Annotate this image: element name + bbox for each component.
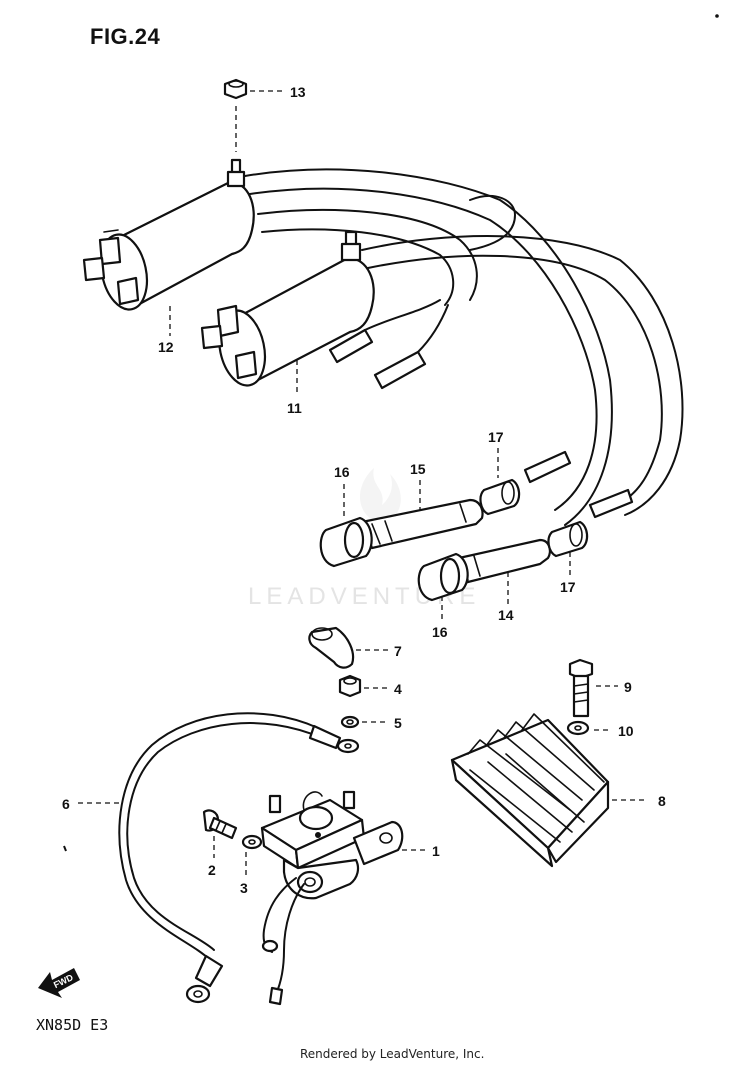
callout-10: 10 bbox=[618, 723, 634, 739]
figure-title: FIG.24 bbox=[90, 24, 161, 49]
callout-14: 14 bbox=[498, 607, 514, 623]
bolt-2 bbox=[202, 809, 238, 858]
washer-10 bbox=[566, 720, 612, 736]
terminal-cap-7 bbox=[308, 626, 388, 669]
bolt-9 bbox=[568, 658, 618, 718]
callout-8: 8 bbox=[658, 793, 666, 809]
model-code: XN85D E3 bbox=[36, 1016, 108, 1034]
washer-5 bbox=[340, 715, 388, 729]
callout-13: 13 bbox=[290, 84, 306, 100]
callout-5: 5 bbox=[394, 715, 402, 731]
plug-cover-16b bbox=[417, 552, 469, 620]
footer-credit: Rendered by LeadVenture, Inc. bbox=[300, 1047, 484, 1061]
corner-dot bbox=[715, 14, 719, 18]
starter-cable-6 bbox=[78, 712, 360, 1004]
starter-relay-1 bbox=[260, 790, 426, 1006]
washer-3 bbox=[241, 834, 263, 876]
callout-2: 2 bbox=[208, 862, 216, 878]
high-tension-wires bbox=[244, 168, 684, 526]
callout-16-upper: 16 bbox=[334, 464, 350, 480]
callout-12: 12 bbox=[158, 339, 174, 355]
seal-17b bbox=[547, 520, 589, 576]
callout-6: 6 bbox=[62, 796, 70, 812]
callout-3: 3 bbox=[240, 880, 248, 896]
callout-11: 11 bbox=[287, 400, 302, 416]
seal-17a bbox=[479, 448, 521, 516]
callout-16-lower: 16 bbox=[432, 624, 448, 640]
callout-17-upper: 17 bbox=[488, 429, 504, 445]
ignition-coil-11 bbox=[200, 230, 375, 396]
callout-7: 7 bbox=[394, 643, 402, 659]
nut-4 bbox=[338, 674, 388, 698]
watermark-logo bbox=[359, 468, 401, 522]
callout-9: 9 bbox=[624, 679, 632, 695]
regulator-8 bbox=[450, 713, 648, 868]
callout-15: 15 bbox=[410, 461, 426, 477]
forward-arrow-icon: FWD bbox=[38, 968, 80, 998]
plug-cover-16a bbox=[319, 484, 373, 568]
coil-nut-13 bbox=[223, 78, 284, 152]
speck-mark bbox=[63, 845, 67, 852]
callout-1: 1 bbox=[432, 843, 440, 859]
callout-4: 4 bbox=[394, 681, 402, 697]
ignition-coil-12 bbox=[82, 158, 255, 336]
callout-17-lower: 17 bbox=[560, 579, 576, 595]
